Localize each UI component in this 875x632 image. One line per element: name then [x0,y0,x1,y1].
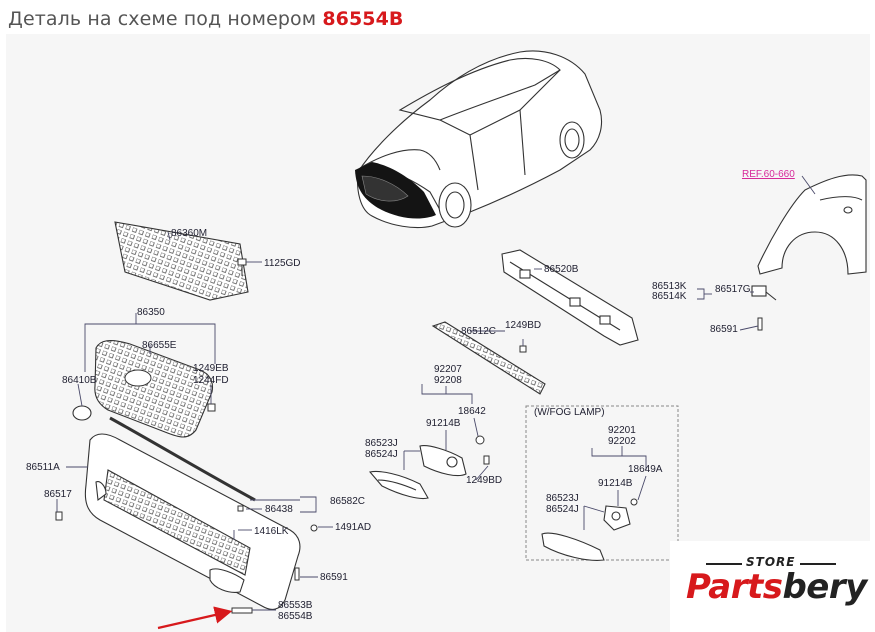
moulding-86582C [109,416,256,502]
logo-part-b: bery [782,567,867,607]
fog-lamp-cover-86523J [368,470,429,500]
part-label[interactable]: 86511A [26,462,60,473]
screw-86591-left [294,567,300,581]
part-label[interactable]: 18642 [458,406,486,417]
clip-1249EB [207,403,216,412]
bulb-18642 [475,435,485,445]
part-label[interactable]: 86360M [171,228,207,239]
part-label[interactable]: 86524J [365,449,398,460]
bulb-18649A [630,498,638,506]
bolt-1249BD-upper [519,345,527,353]
logo-part-a: Parts [686,567,783,607]
clip-86517 [55,511,63,521]
highlighted-part-number: 86554B [322,8,404,30]
part-label[interactable]: 86517 [44,489,72,500]
part-label[interactable]: 86582C [330,496,365,507]
bumper-beam-86520B [501,249,639,346]
part-label[interactable]: 1125GD [264,258,301,269]
part-label[interactable]: 92201 [608,425,636,436]
clip-86438 [237,505,244,512]
logo-line-right [800,563,836,565]
part-label[interactable]: (W/FOG LAMP) [534,407,605,418]
bracket-86512C [431,321,546,395]
title-prefix: Деталь на схеме под номером [8,8,317,30]
part-label[interactable]: 86438 [265,504,293,515]
pointer-arrow [157,606,233,630]
main-grille-86350 [94,339,214,438]
part-label[interactable]: 1416LK [254,526,289,537]
logo-store-text: STORE [746,555,796,569]
leader-lines [56,175,816,611]
emblem-86410B [72,405,92,421]
part-label[interactable]: 86514K [652,291,687,302]
part-label[interactable]: 86517G [715,284,751,295]
part-label[interactable]: 92208 [434,375,462,386]
logo-line-left [706,563,742,565]
clip-1491AD [310,524,318,532]
upper-grille-86360M [114,221,249,301]
part-label[interactable]: 91214B [426,418,461,429]
bolt-1249BD-lower [483,455,490,465]
part-label[interactable]: 1249BD [466,475,502,486]
part-label[interactable]: 86554B [278,611,313,622]
part-label[interactable]: 86524J [546,504,579,515]
part-label[interactable]: 1249EB [193,363,229,374]
part-label[interactable]: 86591 [710,324,738,335]
part-label[interactable]: 92202 [608,436,636,447]
bracket-86517G [751,285,777,301]
part-label[interactable]: 86410B [62,375,97,386]
part-label[interactable]: 91214B [598,478,633,489]
part-label[interactable]: 1491AD [335,522,371,533]
ref-label[interactable]: REF.60-660 [742,169,795,180]
part-label[interactable]: 86513K [652,281,687,292]
part-label[interactable]: 86512C [461,326,496,337]
fog-lamp-cover-variant [541,532,605,561]
part-label[interactable]: 86523J [365,438,398,449]
part-label[interactable]: 1249BD [505,320,541,331]
logo-wordmark: Partsbery [686,567,867,607]
part-label[interactable]: 86553B [278,600,313,611]
screw-86591-right [757,317,763,331]
part-label[interactable]: 1244FD [193,375,229,386]
target-part-86553B-86554B [231,607,253,614]
front-bumper-86511A [84,433,301,610]
fender-illustration [757,174,867,275]
part-label[interactable]: 92207 [434,364,462,375]
partsbery-logo: STORE Partsbery [670,541,870,632]
part-label[interactable]: 86520B [544,264,579,275]
part-label[interactable]: 18649A [628,464,663,475]
part-label[interactable]: 86523J [546,493,579,504]
page-title: Деталь на схеме под номером 86554B [8,8,404,30]
fog-lamp-92207 [419,445,467,477]
part-label[interactable]: 86655E [142,340,177,351]
part-label[interactable]: 86350 [137,307,165,318]
fog-lamp-92201 [603,505,631,531]
car-front-grille [361,175,409,202]
part-label[interactable]: 86591 [320,572,348,583]
